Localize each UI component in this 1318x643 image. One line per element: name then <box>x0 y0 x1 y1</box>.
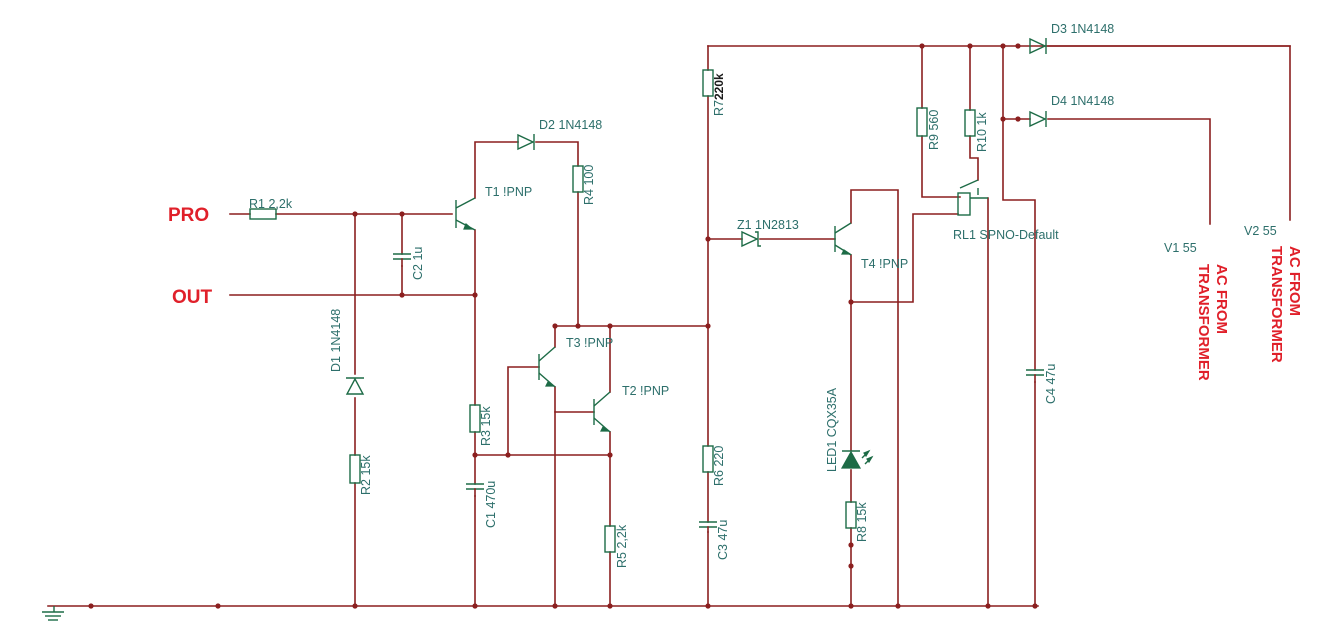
resistor-r9[interactable] <box>916 107 928 137</box>
label-d3: D3 1N4148 <box>1051 22 1114 36</box>
label-led1: LED1 CQX35A <box>825 387 839 472</box>
capacitor-c4[interactable] <box>1026 369 1044 383</box>
resistor-r10[interactable] <box>964 109 976 137</box>
resistor-r2[interactable] <box>349 454 361 484</box>
label-r8: R8 15k <box>855 502 869 542</box>
label-v2: V2 55 <box>1244 224 1277 238</box>
label-rl1: RL1 SPNO-Default <box>953 228 1059 242</box>
label-z1: Z1 1N2813 <box>737 218 799 232</box>
label-r5: R5 2,2k <box>615 524 629 568</box>
note-ac-from-transformer-2-line2: TRANSFORMER <box>1268 246 1285 363</box>
label-t3: T3 !PNP <box>566 336 613 350</box>
note-ac-from-transformer-1-line2: TRANSFORMER <box>1195 264 1212 381</box>
led-led1[interactable] <box>840 449 874 469</box>
transistor-t2[interactable] <box>593 391 611 433</box>
label-t2: T2 !PNP <box>622 384 669 398</box>
note-ac-from-transformer-2-line1: AC FROM <box>1286 246 1303 316</box>
label-c4: C4 47u <box>1044 364 1058 404</box>
label-r4: R4 100 <box>582 165 596 205</box>
component-labels: R1 2,2k R2 15k R3 15k R4 100 R5 2,2k R6 … <box>249 22 1277 568</box>
wires <box>47 45 1291 607</box>
diode-d1[interactable] <box>345 377 365 395</box>
label-t4: T4 !PNP <box>861 257 908 271</box>
relay-rl1[interactable] <box>957 179 988 216</box>
label-r7-value: 220k <box>712 73 726 100</box>
label-d1: D1 1N4148 <box>329 309 343 372</box>
label-r10: R10 1k <box>975 112 989 152</box>
label-c3: C3 47u <box>716 520 730 560</box>
label-d2: D2 1N4148 <box>539 118 602 132</box>
resistor-r5[interactable] <box>604 525 616 553</box>
diode-d2[interactable] <box>517 133 535 151</box>
diode-d4[interactable] <box>1029 110 1047 128</box>
capacitor-c1[interactable] <box>466 483 484 497</box>
annotations: PRO OUT AC FROM TRANSFORMER AC FROM TRAN… <box>168 205 1303 381</box>
label-d4: D4 1N4148 <box>1051 94 1114 108</box>
resistor-r3[interactable] <box>469 404 481 433</box>
transistor-t3[interactable] <box>538 346 556 388</box>
resistor-r1[interactable] <box>249 208 277 220</box>
label-r6: R6 220 <box>712 446 726 486</box>
resistor-r8[interactable] <box>845 501 857 529</box>
transistor-t1[interactable] <box>455 197 476 231</box>
label-r1: R1 2,2k <box>249 197 293 211</box>
capacitor-c3[interactable] <box>699 521 717 533</box>
label-r3: R3 15k <box>479 406 493 446</box>
label-r2: R2 15k <box>359 455 373 495</box>
resistor-r4[interactable] <box>572 165 584 193</box>
port-label-out: OUT <box>172 287 213 308</box>
label-r9: R9 560 <box>927 110 941 150</box>
label-c2: C2 1u <box>411 247 425 280</box>
label-c1: C1 470u <box>484 481 498 528</box>
zener-z1[interactable] <box>741 230 761 248</box>
resistor-r7[interactable] <box>702 69 714 97</box>
ground-icon <box>42 606 64 621</box>
resistor-r6[interactable] <box>702 445 714 473</box>
note-ac-from-transformer-1-line1: AC FROM <box>1213 264 1230 334</box>
port-label-pro: PRO <box>168 205 209 226</box>
label-r7-name: R7 <box>712 100 726 116</box>
junctions <box>88 43 1038 609</box>
transistor-t4[interactable] <box>834 222 852 256</box>
diode-d3[interactable] <box>1029 37 1047 55</box>
label-v1: V1 55 <box>1164 241 1197 255</box>
capacitor-c2[interactable] <box>393 253 411 267</box>
label-t1: T1 !PNP <box>485 185 532 199</box>
